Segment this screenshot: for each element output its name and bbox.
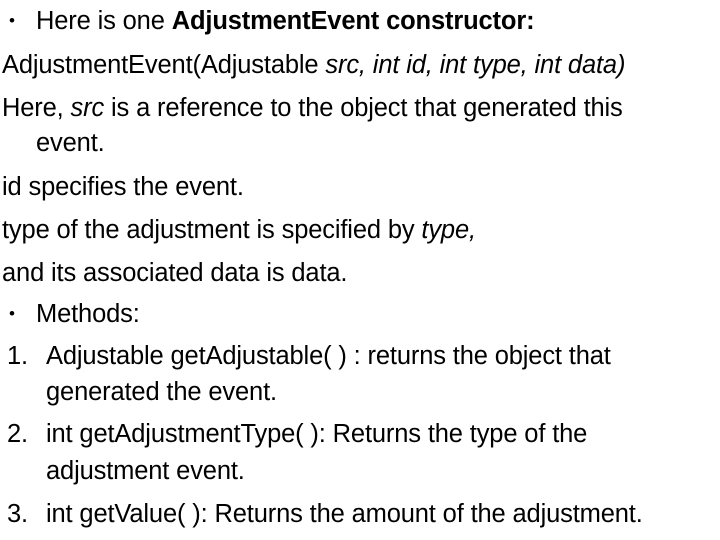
- list-number-marker: 3.: [7, 500, 28, 528]
- italic-run: src, int id, int type, int data): [325, 51, 626, 79]
- text-run: Here,: [2, 94, 71, 122]
- method-2-line-2-text: adjustment event.: [46, 456, 245, 486]
- src-description-line-1-text: Here, src is a reference to the object t…: [2, 93, 623, 123]
- text-run: AdjustmentEvent(Adjustable: [2, 51, 326, 79]
- method-1-line-2-text: generated the event.: [46, 377, 277, 407]
- italic-run: src: [70, 94, 105, 122]
- data-description-text: and its associated data is data.: [2, 258, 347, 288]
- bullet-methods-text: Methods:: [36, 299, 140, 329]
- list-number-marker: 2.: [7, 420, 28, 448]
- text-run: Adjustable getAdjustable( ) : returns th…: [46, 342, 611, 370]
- bullet-here-is-one-constructor-text: Here is one AdjustmentEvent constructor:: [36, 6, 535, 36]
- method-3-line-1-text: int getValue( ): Returns the amount of t…: [46, 499, 643, 529]
- text-run: int getValue( ): Returns the amount of t…: [46, 500, 643, 528]
- type-description-text: type of the adjustment is specified by t…: [2, 215, 476, 245]
- text-run: and its associated data is data.: [2, 259, 348, 287]
- bold-run: AdjustmentEvent constructor:: [171, 7, 535, 35]
- method-1-line-1-text: Adjustable getAdjustable( ) : returns th…: [46, 341, 611, 371]
- bullet-marker: •: [9, 304, 15, 323]
- list-number-marker: 1.: [7, 342, 28, 370]
- constructor-signature-text: AdjustmentEvent(Adjustable src, int id, …: [2, 50, 625, 80]
- method-2-line-1-text: int getAdjustmentType( ): Returns the ty…: [46, 419, 587, 449]
- text-run: adjustment event.: [46, 457, 245, 485]
- src-description-line-2-text: event.: [36, 128, 105, 158]
- id-description-text: id specifies the event.: [2, 172, 244, 202]
- text-run: Methods:: [36, 300, 140, 328]
- text-run: generated the event.: [46, 378, 277, 406]
- text-run: type of the adjustment is specified by: [2, 216, 422, 244]
- text-run: Here is one: [36, 7, 172, 35]
- text-run: is a reference to the object that genera…: [104, 94, 623, 122]
- text-run: id specifies the event.: [2, 173, 244, 201]
- text-run: int getAdjustmentType( ): Returns the ty…: [46, 420, 588, 448]
- text-run: event.: [36, 129, 105, 157]
- bullet-marker: •: [9, 11, 15, 30]
- italic-run: type,: [421, 216, 476, 244]
